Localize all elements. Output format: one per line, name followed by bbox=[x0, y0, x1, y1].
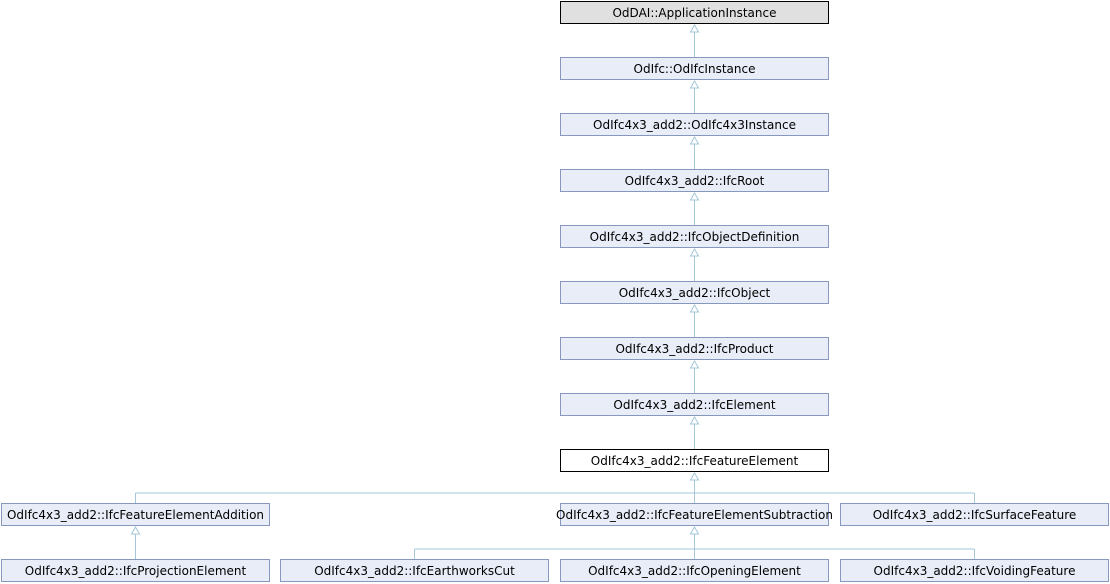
class-box bbox=[560, 449, 829, 472]
arrowhead bbox=[689, 471, 700, 481]
arrowhead bbox=[689, 525, 700, 535]
arrowhead bbox=[689, 415, 700, 425]
arrowhead bbox=[689, 79, 700, 89]
class-label: OdDAI::ApplicationInstance bbox=[612, 6, 776, 20]
edges-layer bbox=[130, 23, 975, 559]
arrowhead bbox=[689, 303, 700, 313]
inheritance-edge bbox=[689, 79, 700, 113]
class-node[interactable]: OdIfc4x3_add2::IfcFeatureElementSubtract… bbox=[556, 503, 833, 526]
class-node[interactable]: OdIfc::OdIfcInstance bbox=[560, 57, 829, 80]
class-box bbox=[560, 113, 829, 136]
class-box bbox=[560, 393, 829, 416]
class-label: OdIfc4x3_add2::IfcFeatureElement bbox=[591, 454, 799, 468]
class-node[interactable]: OdIfc4x3_add2::IfcSurfaceFeature bbox=[840, 503, 1109, 526]
inheritance-edge bbox=[689, 23, 700, 57]
class-box bbox=[1, 559, 270, 582]
inheritance-edge bbox=[689, 415, 700, 449]
class-label: OdIfc4x3_add2::IfcOpeningElement bbox=[588, 564, 801, 578]
class-node[interactable]: OdIfc4x3_add2::IfcObjectDefinition bbox=[560, 225, 829, 248]
class-node[interactable]: OdIfc4x3_add2::IfcObject bbox=[560, 281, 829, 304]
class-label: OdIfc4x3_add2::IfcObjectDefinition bbox=[590, 230, 800, 244]
class-box bbox=[560, 1, 829, 24]
class-label: OdIfc4x3_add2::IfcEarthworksCut bbox=[314, 564, 515, 578]
class-node[interactable]: OdIfc4x3_add2::IfcProduct bbox=[560, 337, 829, 360]
class-node[interactable]: OdDAI::ApplicationInstance bbox=[560, 1, 829, 24]
class-box bbox=[280, 559, 549, 582]
class-node[interactable]: OdIfc4x3_add2::IfcElement bbox=[560, 393, 829, 416]
class-box bbox=[560, 225, 829, 248]
class-node[interactable]: OdIfc4x3_add2::OdIfc4x3Instance bbox=[560, 113, 829, 136]
class-node: OdIfc4x3_add2::IfcFeatureElement bbox=[560, 449, 829, 472]
inheritance-edge bbox=[689, 247, 700, 281]
class-box bbox=[560, 169, 829, 192]
class-label: OdIfc4x3_add2::IfcProjectionElement bbox=[25, 564, 247, 578]
class-box bbox=[560, 281, 829, 304]
inheritance-edge bbox=[689, 359, 700, 393]
arrowhead bbox=[689, 359, 700, 369]
arrowhead bbox=[689, 247, 700, 257]
class-node[interactable]: OdIfc4x3_add2::IfcOpeningElement bbox=[560, 559, 829, 582]
class-box bbox=[1, 503, 270, 526]
arrowhead bbox=[689, 23, 700, 33]
class-label: OdIfc::OdIfcInstance bbox=[634, 62, 756, 76]
inheritance-edge bbox=[689, 191, 700, 225]
inheritance-edge bbox=[135, 471, 975, 503]
class-box bbox=[560, 337, 829, 360]
class-node[interactable]: OdIfc4x3_add2::IfcProjectionElement bbox=[1, 559, 270, 582]
class-label: OdIfc4x3_add2::IfcSurfaceFeature bbox=[873, 508, 1077, 522]
class-box bbox=[560, 559, 829, 582]
class-node[interactable]: OdIfc4x3_add2::IfcVoidingFeature bbox=[840, 559, 1109, 582]
class-label: OdIfc4x3_add2::IfcProduct bbox=[615, 342, 773, 356]
arrowhead bbox=[689, 135, 700, 145]
class-label: OdIfc4x3_add2::IfcFeatureElementSubtract… bbox=[556, 508, 833, 522]
inheritance-edge bbox=[689, 303, 700, 337]
class-node[interactable]: OdIfc4x3_add2::IfcEarthworksCut bbox=[280, 559, 549, 582]
class-node[interactable]: OdIfc4x3_add2::IfcRoot bbox=[560, 169, 829, 192]
class-label: OdIfc4x3_add2::OdIfc4x3Instance bbox=[593, 118, 796, 132]
class-node[interactable]: OdIfc4x3_add2::IfcFeatureElementAddition bbox=[1, 503, 270, 526]
arrowhead bbox=[689, 191, 700, 201]
inheritance-edge bbox=[130, 525, 141, 559]
class-label: OdIfc4x3_add2::IfcObject bbox=[619, 286, 771, 300]
class-box bbox=[560, 57, 829, 80]
class-box bbox=[840, 503, 1109, 526]
class-label: OdIfc4x3_add2::IfcFeatureElementAddition bbox=[7, 508, 264, 522]
class-label: OdIfc4x3_add2::IfcVoidingFeature bbox=[874, 564, 1076, 578]
inheritance-edge bbox=[414, 525, 975, 559]
class-box bbox=[840, 559, 1109, 582]
arrowhead bbox=[130, 525, 141, 535]
class-label: OdIfc4x3_add2::IfcRoot bbox=[625, 174, 765, 188]
inheritance-edge bbox=[689, 135, 700, 169]
class-box bbox=[560, 503, 829, 526]
class-label: OdIfc4x3_add2::IfcElement bbox=[613, 398, 775, 412]
